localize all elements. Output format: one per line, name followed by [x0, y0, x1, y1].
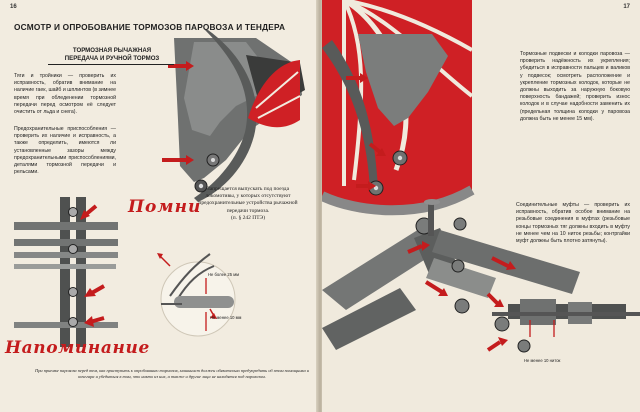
left-paragraph-2: Предохранительные приспособления — прове… [14, 126, 116, 176]
brake-shoe-assembly [174, 30, 305, 202]
left-page-number: 16 [10, 4, 17, 10]
section-subtitle: ТОРМОЗНАЯ РЫЧАЖНАЯ ПЕРЕДАЧА И РУЧНОЙ ТОР… [52, 47, 172, 63]
reminder-heading-2: Напоминание [5, 338, 150, 358]
right-paragraph-2: Соединительные муфты — проверить их испр… [516, 202, 630, 245]
dimension-bottom-label: Не менее 10 мм [210, 315, 242, 320]
left-paragraph-1: Тяги и тройники — проверить их исправнос… [14, 73, 116, 116]
warning-body: Запрещается выпускать под поезда локомот… [198, 186, 298, 214]
section-subtitle-line2: ПЕРЕДАЧА И РУЧНОЙ ТОРМОЗ [64, 55, 160, 62]
right-page-number: 17 [623, 4, 630, 10]
left-page: 16 [0, 0, 318, 412]
left-illustration [14, 30, 305, 347]
thread-dimension-label: Не менее 10 ниток [524, 358, 561, 363]
page-title: ОСМОТР И ОПРОБОВАНИЕ ТОРМОЗОВ ПАРОВОЗА И… [14, 22, 286, 32]
warning-reference: (п. § 242 ПТЭ) [230, 214, 266, 221]
book-gutter [316, 0, 324, 412]
brake-hanger-right [322, 34, 448, 196]
right-paragraph-1: Тормозные подвески и колодки паровоза — … [520, 51, 630, 122]
right-illustration [322, 0, 640, 353]
subtitle-rule [48, 64, 174, 65]
safety-loop-illustration [160, 253, 236, 337]
dimension-top-label: Не более 25 мм [208, 272, 239, 277]
caption-text: При приемке паровоза перед тем, как прис… [35, 368, 309, 380]
reminder-heading: Помни [128, 197, 202, 217]
brake-lever-assembly [14, 197, 118, 347]
right-page: 17 [322, 0, 640, 412]
warning-text: Запрещается выпускать под поезда локомот… [194, 186, 302, 222]
section-subtitle-line1: ТОРМОЗНАЯ РЫЧАЖНАЯ [72, 47, 152, 54]
